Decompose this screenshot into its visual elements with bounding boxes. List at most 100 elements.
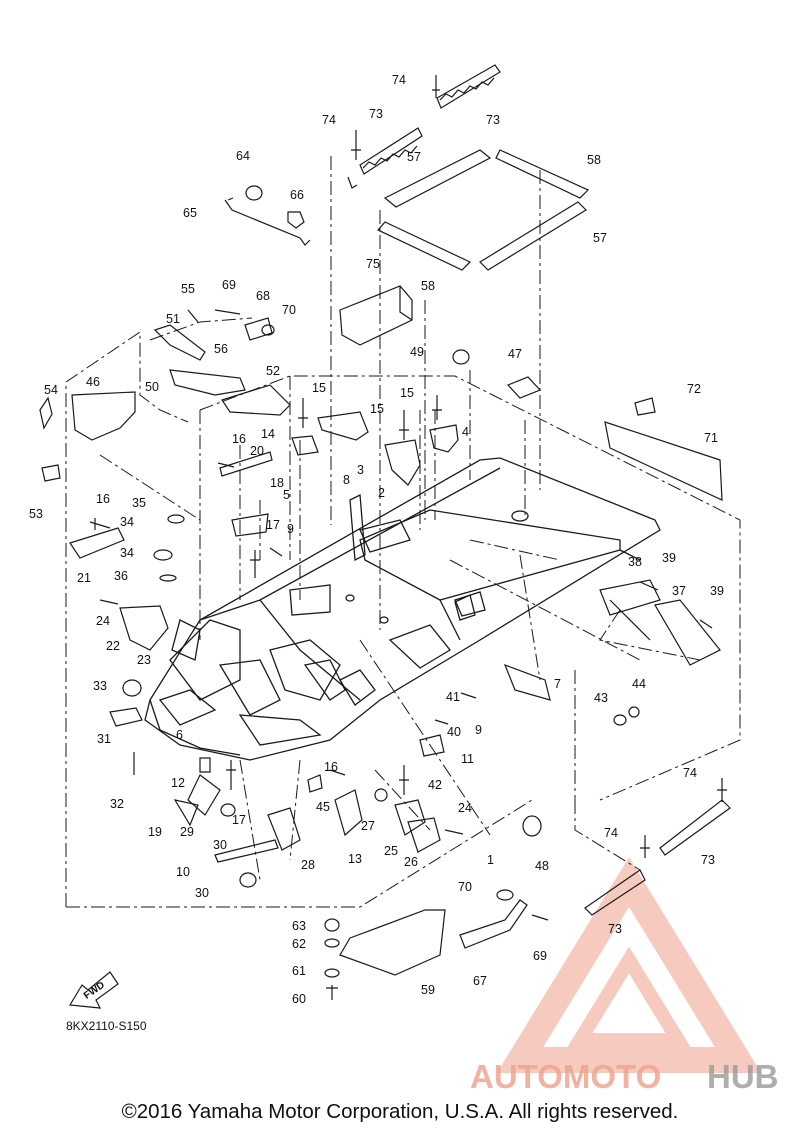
part-callout-75: 75 (366, 257, 380, 271)
copyright-notice: ©2016 Yamaha Motor Corporation, U.S.A. A… (121, 1100, 679, 1123)
part-callout-26: 26 (404, 855, 418, 869)
diagram-code: 8KX2110-S150 (66, 1019, 147, 1033)
part-callout-58: 58 (421, 279, 435, 293)
part-callout-7: 7 (554, 677, 561, 691)
part-callout-30: 30 (213, 838, 227, 852)
part-callout-50: 50 (145, 380, 159, 394)
fwd-arrow-icon: FWD (68, 971, 119, 1009)
part-callout-3: 3 (357, 463, 364, 477)
part-callout-42: 42 (428, 778, 442, 792)
part-callout-23: 23 (137, 653, 151, 667)
part-callout-45: 45 (316, 800, 330, 814)
rivet-pins (89, 75, 727, 921)
part-callout-20: 20 (250, 444, 264, 458)
part-callout-19: 19 (148, 825, 162, 839)
part-callout-39: 39 (710, 584, 724, 598)
part-callout-40: 40 (447, 725, 461, 739)
part-callout-24: 24 (96, 614, 110, 628)
part-callout-14: 14 (261, 427, 275, 441)
part-callout-9: 9 (287, 522, 294, 536)
part-callout-17: 17 (266, 518, 280, 532)
part-callout-62: 62 (292, 937, 306, 951)
part-callout-11: 11 (461, 752, 474, 766)
part-callout-63: 63 (292, 919, 306, 933)
part-callout-21: 21 (77, 571, 91, 585)
part-callout-12: 12 (171, 776, 185, 790)
part-callout-73: 73 (486, 113, 500, 127)
part-callout-15: 15 (312, 381, 326, 395)
part-callout-25: 25 (384, 844, 398, 858)
part-callout-69: 69 (222, 278, 236, 292)
part-callout-66: 66 (290, 188, 304, 202)
part-callout-57: 57 (407, 150, 421, 164)
part-callout-2: 2 (378, 486, 385, 500)
part-callout-16: 16 (96, 492, 110, 506)
part-callout-8: 8 (343, 473, 350, 487)
part-callout-46: 46 (86, 375, 100, 389)
part-callout-53: 53 (29, 507, 43, 521)
part-callout-54: 54 (44, 383, 58, 397)
part-callout-71: 71 (704, 431, 718, 445)
part-callout-32: 32 (110, 797, 124, 811)
part-callout-70: 70 (458, 880, 472, 894)
part-callout-55: 55 (181, 282, 195, 296)
part-callout-29: 29 (180, 825, 194, 839)
part-callout-34: 34 (120, 515, 134, 529)
part-callout-30: 30 (195, 886, 209, 900)
part-callout-22: 22 (106, 639, 120, 653)
part-callout-37: 37 (672, 584, 686, 598)
part-callout-72: 72 (687, 382, 701, 396)
part-callout-10: 10 (176, 865, 190, 879)
part-callout-18: 18 (270, 476, 284, 490)
part-callout-67: 67 (473, 974, 487, 988)
part-callout-34: 34 (120, 546, 134, 560)
part-callout-49: 49 (410, 345, 424, 359)
part-callout-56: 56 (214, 342, 228, 356)
part-callout-74: 74 (322, 113, 336, 127)
watermark-text-secondary: HUB (707, 1058, 779, 1095)
part-callout-16: 16 (324, 760, 338, 774)
part-callout-38: 38 (628, 555, 642, 569)
part-callout-5: 5 (283, 488, 290, 502)
callout-numbers: 1234567899101112131415151516161617171819… (29, 73, 724, 1006)
part-callout-64: 64 (236, 149, 250, 163)
part-callout-51: 51 (166, 312, 180, 326)
part-callout-70: 70 (282, 303, 296, 317)
part-callout-24: 24 (458, 801, 472, 815)
part-callout-43: 43 (594, 691, 608, 705)
part-callout-1: 1 (487, 853, 494, 867)
part-callout-59: 59 (421, 983, 435, 997)
part-callout-68: 68 (256, 289, 270, 303)
part-callout-60: 60 (292, 992, 306, 1006)
part-callout-15: 15 (370, 402, 384, 416)
part-callout-69: 69 (533, 949, 547, 963)
part-callout-74: 74 (604, 826, 618, 840)
part-callout-48: 48 (535, 859, 549, 873)
part-callout-73: 73 (369, 107, 383, 121)
part-callout-16: 16 (232, 432, 246, 446)
part-callout-74: 74 (392, 73, 406, 87)
part-callout-4: 4 (462, 425, 469, 439)
part-callout-65: 65 (183, 206, 197, 220)
watermark-logo-icon (496, 857, 762, 1073)
part-callout-52: 52 (266, 364, 280, 378)
part-callout-15: 15 (400, 386, 414, 400)
part-callout-44: 44 (632, 677, 646, 691)
part-callout-33: 33 (93, 679, 107, 693)
watermark-text: AUTOMOTO HUB (470, 1058, 779, 1095)
part-callout-27: 27 (361, 819, 375, 833)
boundary-lines (65, 156, 741, 908)
part-callout-74: 74 (683, 766, 697, 780)
slide-rail-strips (347, 64, 590, 271)
part-callout-39: 39 (662, 551, 676, 565)
part-callout-61: 61 (292, 964, 306, 978)
part-callout-31: 31 (97, 732, 111, 746)
part-callout-58: 58 (587, 153, 601, 167)
part-callout-47: 47 (508, 347, 522, 361)
watermark-text-primary: AUTOMOTO (470, 1058, 661, 1095)
part-callout-36: 36 (114, 569, 128, 583)
part-callout-6: 6 (176, 728, 183, 742)
main-frame-tunnel (144, 457, 661, 761)
